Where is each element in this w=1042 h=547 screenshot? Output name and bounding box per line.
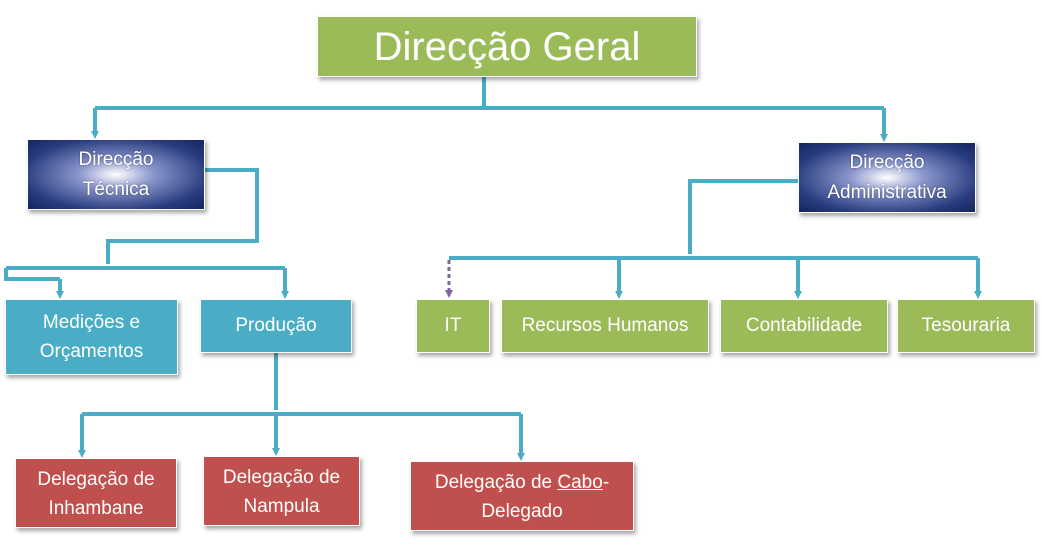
producao-label: Produção [235,315,317,337]
delegacao-cabo-line1: Delegação de Cabo- [435,468,609,497]
direccao-tecnica-box: Direcção Técnica [27,139,205,210]
delegacao-nampula-box: Delegação de Nampula [203,456,360,526]
delegacao-cabo-delgado-box: Delegação de Cabo- Delegado [410,461,634,531]
direccao-geral-label: Direcção Geral [373,24,641,69]
delegacao-nampula-line2: Nampula [243,496,320,518]
direccao-tecnica-line2: Técnica [82,178,150,200]
delegacao-inhambane-line2: Inhambane [48,498,144,520]
delegacao-cabo-word: Cabo [557,472,603,493]
tesouraria-box: Tesouraria [897,299,1035,353]
medicoes-line1: Medições e [42,311,141,333]
direccao-geral-box: Direcção Geral [317,16,697,77]
recursos-humanos-box: Recursos Humanos [501,299,709,353]
tesouraria-label: Tesouraria [921,315,1011,337]
direccao-administrativa-box: Direcção Administrativa [798,142,976,213]
delegacao-cabo-line2: Delegado [481,501,563,523]
direccao-tecnica-line1: Direcção [78,149,154,171]
connector-administrativa-out [688,179,798,254]
direccao-administrativa-line1: Direcção [849,152,925,174]
it-label: IT [444,315,462,337]
recursos-humanos-label: Recursos Humanos [521,315,689,337]
delegacao-nampula-line1: Delegação de [222,467,341,488]
delegacao-cabo-hyphen: - [602,472,610,493]
contabilidade-box: Contabilidade [720,299,888,353]
direccao-administrativa-line2: Administrativa [827,181,947,203]
medicoes-line2: Orçamentos [39,341,144,362]
contabilidade-label: Contabilidade [745,315,863,337]
delegacao-inhambane-box: Delegação de Inhambane [15,458,177,528]
producao-box: Produção [200,299,352,353]
it-box: IT [416,299,490,353]
delegacao-cabo-prefix: Delegação de [434,472,558,493]
medicoes-orcamentos-box: Medições e Orçamentos [5,299,178,375]
connector-bus-left-stub [4,268,60,281]
connector-tecnica-out [106,168,259,264]
delegacao-inhambane-line1: Delegação de [37,469,155,490]
